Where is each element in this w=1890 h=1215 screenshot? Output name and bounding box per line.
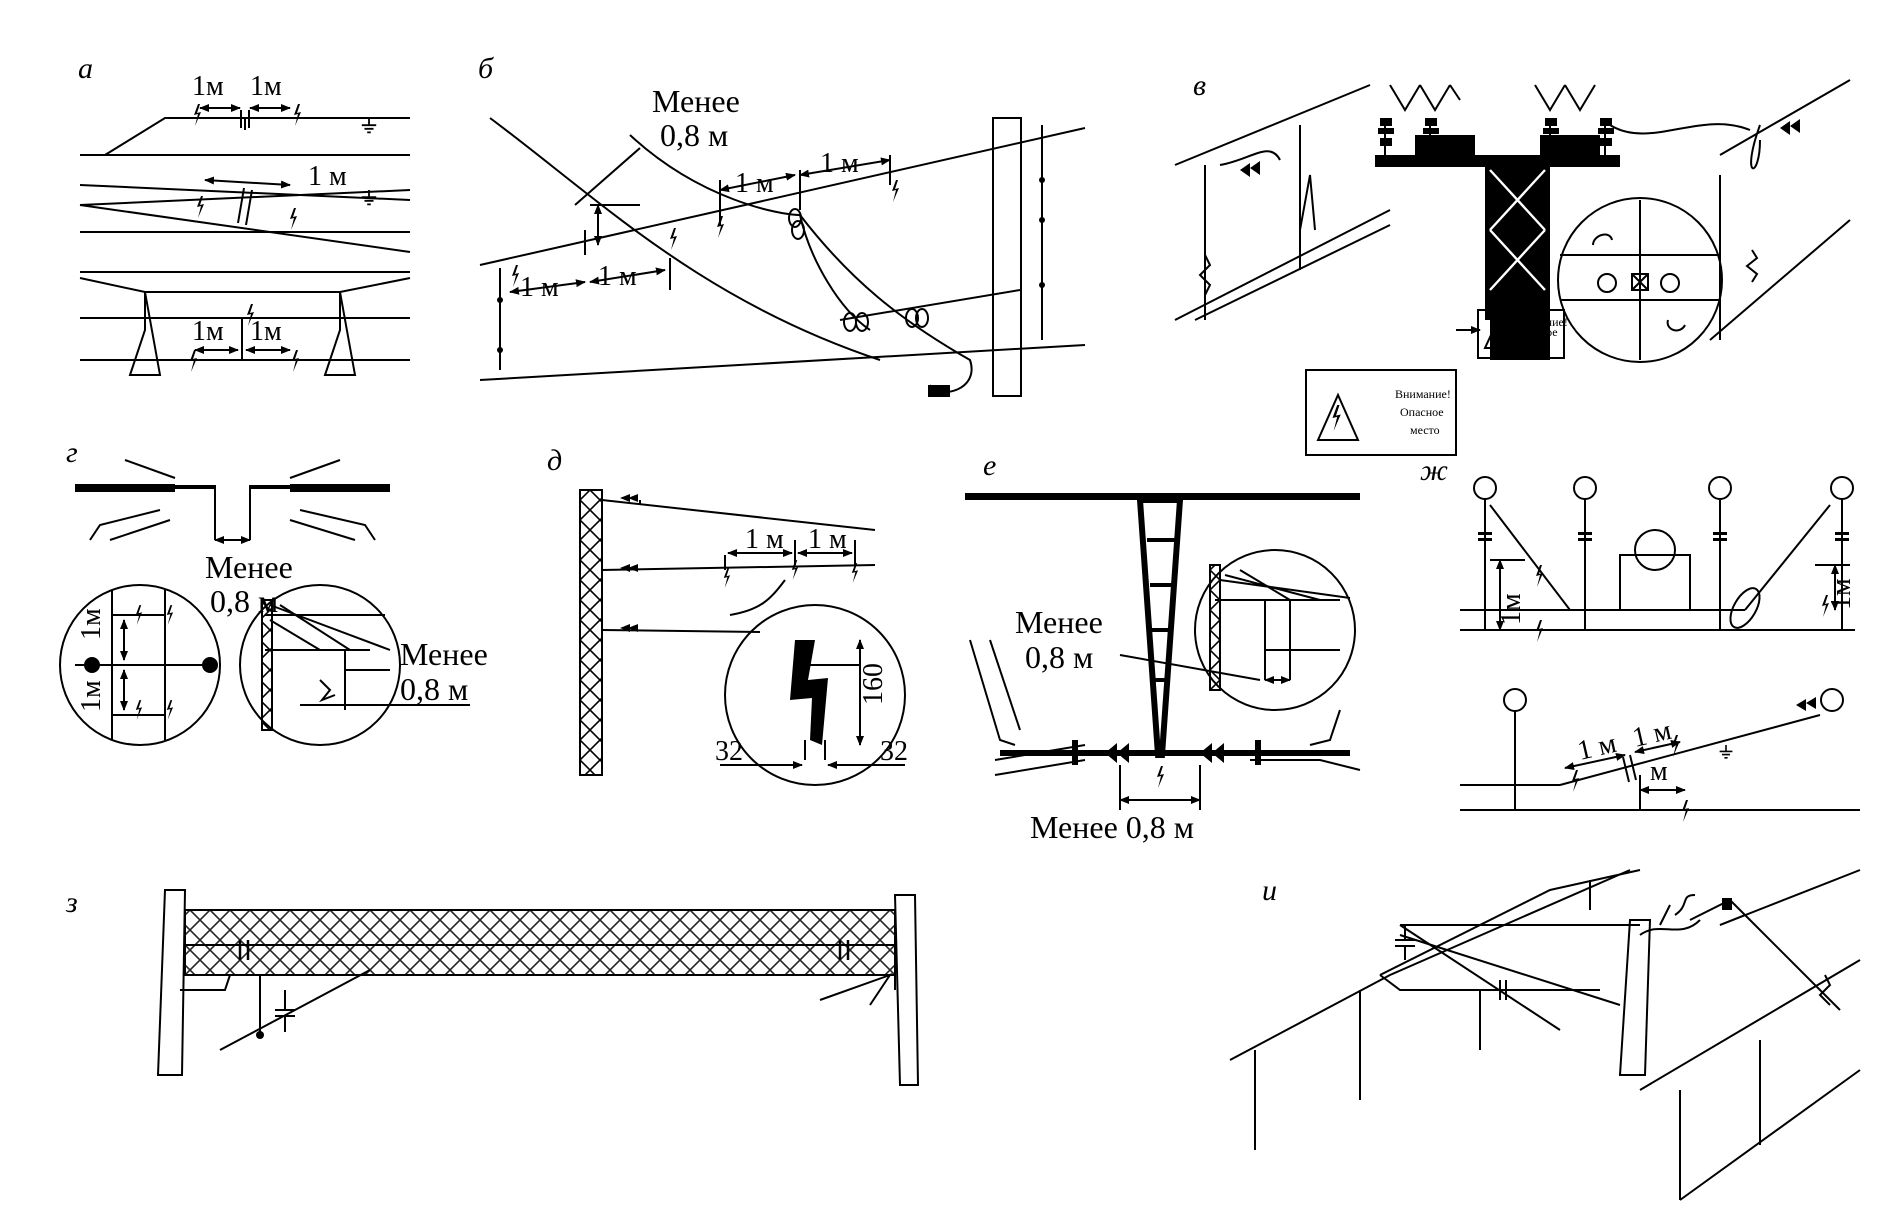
dim-label: 1 м	[820, 148, 859, 179]
warning-sign-text: Внимание!	[1395, 387, 1451, 401]
warning-sign-text: место	[1518, 335, 1548, 349]
dim-label: 1 м	[598, 261, 637, 292]
dim-label: 1м	[1496, 593, 1527, 625]
dim-label: 32	[715, 736, 743, 767]
panel-z: з	[65, 886, 920, 1086]
dim-label: 1м	[250, 316, 282, 347]
dim-label: 1 м	[808, 524, 847, 555]
dim-label: 1 м	[1575, 728, 1620, 767]
dim-label: 1м	[76, 680, 107, 712]
less-than-label: 0,8 м	[1025, 639, 1093, 675]
panel-d: д 1 м 1	[547, 444, 908, 786]
panel-v-letter: в	[1193, 69, 1206, 102]
warning-sign-text: Внимание!	[1512, 315, 1568, 329]
panel-i: и	[1229, 869, 1861, 1201]
less-than-label: Менее	[205, 549, 293, 585]
panel-i-letter: и	[1262, 874, 1277, 907]
panel-zh: ж	[1420, 454, 1860, 822]
dim-label: 1м	[192, 316, 224, 347]
panel-e: е	[965, 449, 1361, 845]
dim-label: 1 м	[308, 161, 347, 192]
panel-a-letter: а	[78, 52, 93, 85]
warning-sign-text: место	[1410, 423, 1440, 437]
dim-label: 1 м	[745, 524, 784, 555]
less-than-label: Менее	[400, 636, 488, 672]
panel-a: а	[78, 52, 411, 376]
less-than-label: Менее	[652, 83, 740, 119]
less-than-label: 0,8 м	[400, 671, 468, 707]
dim-label: 1м	[76, 608, 107, 640]
panel-v: в	[1174, 69, 1851, 456]
dim-label: 1 м	[1630, 715, 1675, 754]
panel-g-letter: г	[66, 436, 78, 469]
panel-z-letter: з	[65, 886, 78, 919]
dim-label: 1 м	[520, 272, 559, 303]
panel-b: б	[478, 52, 1086, 397]
dim-label: 160	[858, 663, 889, 705]
panel-g: г	[59, 436, 488, 746]
panel-b-letter: б	[478, 52, 494, 85]
panel-e-letter: е	[983, 449, 996, 482]
dim-label: 1м	[1826, 578, 1857, 610]
dim-label: 32	[880, 736, 908, 767]
dim-label: 1 м	[735, 168, 774, 199]
panel-zh-letter: ж	[1420, 454, 1448, 487]
less-than-label: 0,8 м	[660, 117, 728, 153]
panel-d-letter: д	[547, 444, 562, 477]
less-than-label: 0,8 м	[210, 583, 278, 619]
less-than-label: Менее 0,8 м	[1030, 809, 1194, 845]
dim-label: м	[1650, 756, 1668, 787]
dim-label: 1м	[192, 71, 224, 102]
warning-sign-text: Опасное	[1400, 405, 1444, 419]
less-than-label: Менее	[1015, 604, 1103, 640]
dim-label: 1м	[250, 71, 282, 102]
warning-sign-text: Опасное	[1514, 325, 1558, 339]
